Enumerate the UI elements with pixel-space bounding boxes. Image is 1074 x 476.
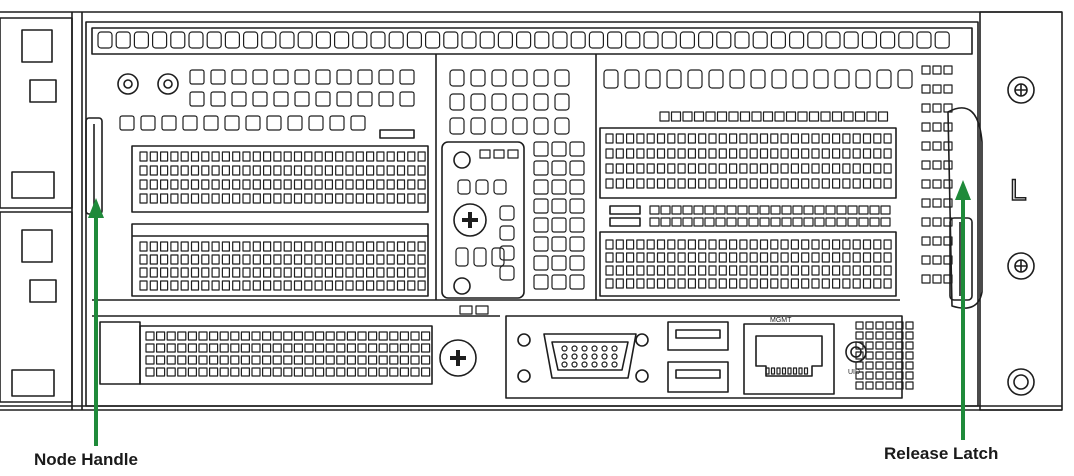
release-latch-arrow [955, 180, 971, 440]
expansion-card-right [599, 69, 913, 297]
node-handle-label: Node Handle [34, 450, 138, 469]
io-panel [505, 315, 903, 399]
riser-left-vents [117, 69, 415, 139]
expansion-card-lower-left [131, 223, 429, 297]
io-vents [855, 321, 914, 390]
mgmt-label: MGMT [770, 317, 792, 324]
release-latch-label: Release Latch [884, 444, 999, 463]
center-riser-bracket [441, 141, 525, 299]
vga-port [543, 333, 637, 379]
top-vent-row [97, 31, 950, 49]
bottom-vent-panel [99, 305, 489, 385]
expansion-card-upper-left [131, 145, 429, 213]
mgmt-lan-port [743, 323, 835, 395]
side-mark: L [1010, 174, 1027, 207]
usb-port-upper [667, 321, 729, 351]
adjacent-node-module [0, 17, 73, 403]
right-vent-strip [921, 65, 953, 284]
node-body [85, 21, 979, 407]
usb-port-lower [667, 361, 729, 393]
uid-label: UID [848, 369, 860, 376]
side-mounting-ear [979, 11, 1063, 411]
node-handle-arrow [88, 198, 104, 446]
node-handle [85, 117, 103, 215]
center-vent-column [449, 69, 585, 290]
